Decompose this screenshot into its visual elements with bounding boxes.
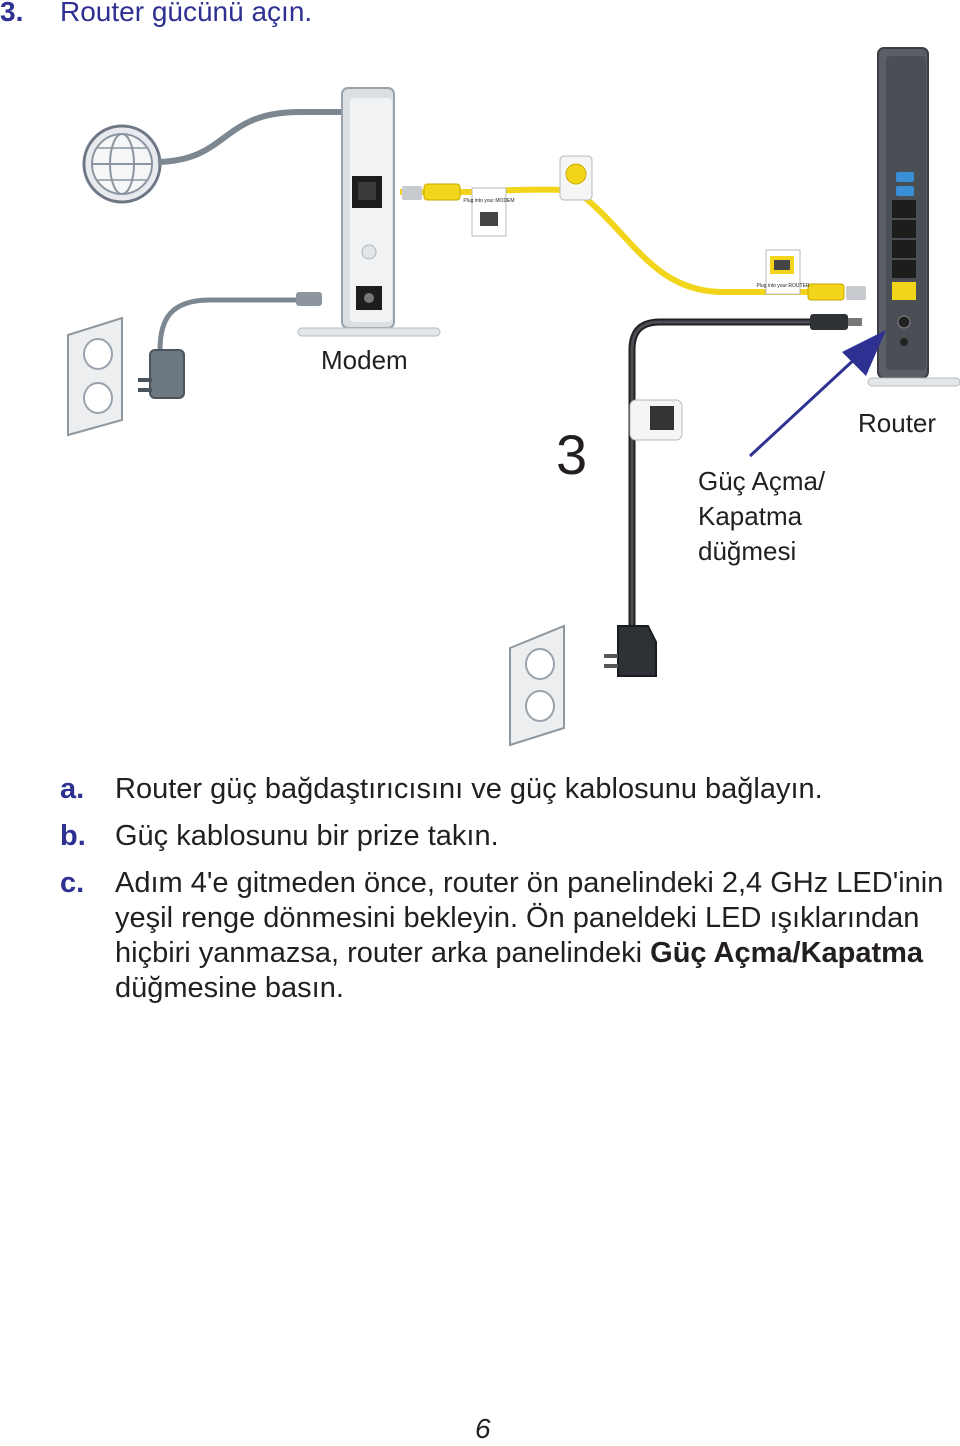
router-label: Router bbox=[858, 408, 937, 438]
step-text: Güç kablosunu bir prize takın. bbox=[115, 820, 499, 852]
step-b: b. Güç kablosunu bir prize takın. bbox=[60, 819, 960, 854]
pointer-arrow bbox=[748, 354, 860, 458]
modem-label: Modem bbox=[321, 345, 408, 375]
step-marker: c. bbox=[60, 867, 85, 899]
modem-device bbox=[297, 87, 441, 337]
setup-diagram: Plug into your MODEM Plug into your ROUT… bbox=[67, 47, 960, 747]
modem-power-cable bbox=[157, 297, 300, 351]
power-button-label: Güç Açma/ Kapatma düğmesi bbox=[698, 464, 825, 569]
step-c: c. Adım 4'e gitmeden önce, router ön pan… bbox=[60, 866, 960, 1006]
cable-tag-router: Plug into your ROUTER bbox=[756, 249, 810, 295]
step-text: Router güç bağdaştırıcısını ve güç kablo… bbox=[115, 773, 823, 805]
step-marker: b. bbox=[60, 820, 86, 852]
power-plug bbox=[604, 625, 657, 677]
globe-icon bbox=[82, 124, 162, 204]
step-number-label: 3 bbox=[556, 423, 588, 486]
heading-title: Router gücünü açın. bbox=[60, 0, 313, 27]
step-text-end: düğmesine basın. bbox=[115, 972, 344, 1004]
wall-outlet-router bbox=[509, 624, 565, 747]
wall-outlet-modem bbox=[67, 316, 123, 437]
power-button-label-line: Güç Açma/ bbox=[698, 466, 826, 496]
power-adapter-clip bbox=[629, 399, 683, 441]
arrow-head bbox=[842, 330, 886, 376]
power-button-icon bbox=[897, 315, 911, 329]
internet-cable bbox=[157, 109, 360, 165]
step-heading: 3. Router gücünü açın. bbox=[0, 0, 312, 28]
plug-into-modem-text: Plug into your MODEM bbox=[463, 198, 514, 204]
page-number: 6 bbox=[475, 1413, 491, 1444]
power-button-label-line: düğmesi bbox=[698, 536, 797, 566]
ethernet-cable bbox=[400, 186, 810, 295]
router-device bbox=[867, 47, 960, 387]
plug-into-router-text: Plug into your ROUTER bbox=[756, 283, 809, 289]
power-button-label-line: Kapatma bbox=[698, 501, 803, 531]
step-text: Adım 4'e gitmeden önce, router ön paneli… bbox=[115, 867, 944, 969]
heading-number: 3. bbox=[0, 0, 24, 27]
step-marker: a. bbox=[60, 773, 85, 805]
step-a: a. Router güç bağdaştırıcısını ve güç ka… bbox=[60, 772, 960, 807]
cable-tag-modem: Plug into your MODEM bbox=[463, 187, 515, 237]
step-text-bold: Güç Açma/Kapatma bbox=[650, 937, 924, 969]
instruction-list: a. Router güç bağdaştırıcısını ve güç ka… bbox=[60, 772, 960, 1018]
cable-clip bbox=[559, 155, 593, 201]
